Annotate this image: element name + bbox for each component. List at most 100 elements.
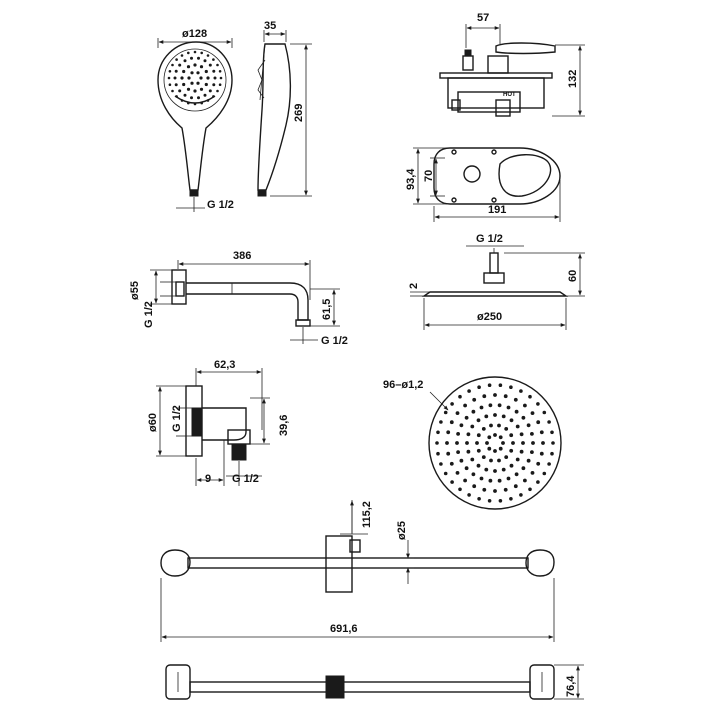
nozzle-dot bbox=[504, 455, 509, 459]
nozzle-dot bbox=[458, 394, 462, 399]
nozzle-dot bbox=[450, 480, 454, 484]
nozzle-dot bbox=[449, 420, 454, 425]
nozzle-dot bbox=[542, 410, 547, 415]
nozzle-dot bbox=[183, 93, 187, 97]
nozzle-dot bbox=[501, 467, 506, 472]
nozzle-dot bbox=[528, 394, 532, 399]
nozzle-dot bbox=[536, 402, 540, 406]
nozzle-dot bbox=[484, 414, 489, 419]
nozzle-dot bbox=[196, 71, 200, 75]
nozzle-dot bbox=[501, 414, 506, 419]
mixer-box-height-label: 132 bbox=[567, 70, 579, 88]
nozzle-dot bbox=[498, 499, 503, 503]
wall-outlet-offset-label: 9 bbox=[205, 473, 211, 485]
nozzle-dot bbox=[206, 54, 210, 57]
nozzle-dot bbox=[497, 458, 501, 463]
slide-rail-height-label: 115,2 bbox=[361, 501, 373, 528]
nozzle-dot bbox=[551, 441, 555, 445]
nozzle-dot bbox=[526, 423, 531, 428]
nozzle-dot bbox=[456, 432, 460, 436]
nozzle-dot bbox=[168, 70, 172, 73]
nozzle-dot bbox=[481, 427, 486, 431]
rain-head-height-label: 60 bbox=[567, 270, 579, 282]
nozzle-dot bbox=[511, 441, 515, 445]
nozzle-dot bbox=[443, 410, 448, 415]
slide-rail-depth-label: 76,4 bbox=[565, 675, 577, 697]
hand-shower-thread-label: G 1/2 bbox=[207, 199, 234, 211]
nozzle-dot bbox=[536, 461, 541, 466]
nozzle-dot bbox=[509, 418, 514, 423]
nozzle-dot bbox=[208, 89, 212, 93]
nozzle-dot bbox=[493, 393, 497, 397]
nozzle-dot bbox=[455, 441, 459, 445]
nozzle-dot bbox=[476, 418, 481, 423]
nozzle-dot bbox=[470, 457, 475, 462]
nozzle-dot bbox=[204, 82, 208, 87]
nozzle-dot bbox=[547, 462, 551, 466]
nozzle-dot bbox=[446, 451, 451, 456]
nozzle-dot bbox=[493, 433, 497, 437]
nozzle-dot bbox=[467, 389, 471, 393]
nozzle-dot bbox=[487, 435, 492, 440]
nozzle-dot bbox=[203, 93, 207, 97]
nozzle-dot bbox=[487, 446, 492, 451]
nozzle-dot bbox=[530, 432, 534, 436]
nozzle-dot bbox=[530, 471, 535, 475]
nozzle-dot bbox=[471, 472, 476, 477]
wall-outlet-flange-label: ø60 bbox=[147, 413, 159, 432]
nozzle-dot bbox=[174, 83, 178, 87]
nozzle-dot bbox=[212, 83, 216, 87]
nozzle-dot bbox=[513, 484, 518, 489]
nozzle-dot bbox=[515, 424, 520, 429]
nozzle-dot bbox=[204, 69, 208, 74]
nozzle-dot bbox=[521, 415, 526, 420]
nozzle-dot bbox=[458, 487, 462, 492]
nozzle-dot bbox=[190, 81, 194, 85]
nozzle-dot bbox=[536, 420, 541, 425]
nozzle-dot bbox=[489, 423, 493, 428]
nozzle-dot bbox=[506, 476, 511, 481]
nozzle-dot bbox=[435, 441, 439, 445]
nozzle-dot bbox=[493, 449, 497, 453]
mixer-plate-h2-label: 70 bbox=[423, 170, 435, 182]
nozzle-dot bbox=[436, 451, 440, 456]
shower-arm-view: 386 ø55 G 1/2 61,5 G 1/2 bbox=[129, 250, 348, 347]
nozzle-dot bbox=[206, 76, 210, 80]
nozzle-dot bbox=[446, 430, 451, 435]
nozzle-dot bbox=[445, 441, 449, 445]
nozzle-dot bbox=[216, 89, 219, 93]
nozzle-dot bbox=[456, 450, 460, 454]
nozzle-dot bbox=[479, 476, 484, 481]
rain-head-nozzles-label: 96–ø1,2 bbox=[383, 379, 423, 391]
nozzle-dot bbox=[519, 389, 523, 393]
nozzle-dot bbox=[439, 420, 443, 424]
nozzle-dot bbox=[536, 480, 540, 484]
nozzle-dot bbox=[459, 458, 464, 463]
nozzle-dot bbox=[482, 394, 487, 399]
nozzle-dot bbox=[200, 51, 203, 55]
nozzle-dot bbox=[493, 469, 497, 473]
shower-arm-thread-wall-label: G 1/2 bbox=[143, 301, 155, 328]
nozzle-dot bbox=[487, 499, 492, 503]
nozzle-dot bbox=[497, 403, 502, 408]
nozzle-dot bbox=[436, 430, 440, 435]
nozzle-dot bbox=[509, 497, 513, 501]
nozzle-dot bbox=[471, 409, 476, 414]
hand-shower-diameter-label: ø128 bbox=[182, 28, 207, 40]
nozzle-dot bbox=[175, 58, 178, 61]
nozzle-dot bbox=[493, 489, 497, 493]
nozzle-dot bbox=[450, 402, 454, 406]
nozzle-dot bbox=[542, 471, 547, 476]
nozzle-dot bbox=[199, 65, 204, 69]
nozzle-dot bbox=[212, 69, 216, 73]
nozzle-dot bbox=[519, 493, 523, 497]
shower-arm-thread-out-label: G 1/2 bbox=[321, 335, 348, 347]
nozzle-dot bbox=[455, 411, 460, 415]
nozzle-dot bbox=[216, 63, 219, 67]
rain-head-top-view: 96–ø1,2 bbox=[383, 376, 562, 510]
nozzle-dot bbox=[196, 81, 200, 85]
nozzle-dot bbox=[183, 59, 187, 63]
nozzle-dot bbox=[449, 461, 454, 466]
nozzle-dot bbox=[193, 50, 197, 54]
nozzle-dot bbox=[213, 76, 217, 80]
